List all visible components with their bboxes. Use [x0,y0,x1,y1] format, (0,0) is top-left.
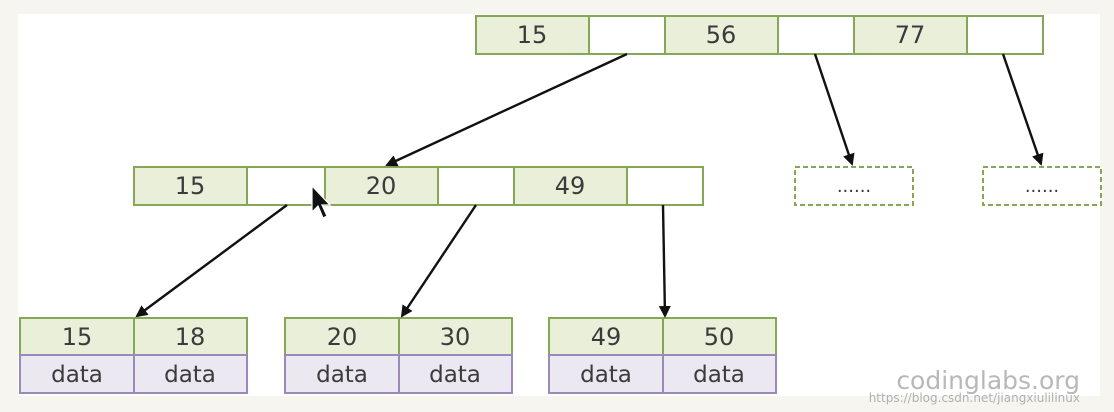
root-pointer-1-cell [588,15,666,55]
leaf-2-key-2: 30 [440,323,471,351]
internal-key-1: 15 [175,172,206,200]
root-node: 15 56 77 [475,15,1044,55]
leaf-3-data-1: data [580,362,632,388]
root-key-1-cell [475,15,590,55]
placeholder-node-1: ...... [794,166,914,206]
leaf-2-key-1: 20 [327,323,358,351]
placeholder-2-cell [982,166,1102,206]
arrow-internal-to-leaf-2 [400,204,477,318]
arrow-root-to-placeholder-2 [1001,53,1044,166]
internal-key-2-cell [324,166,439,206]
leaf-2-key-2-cell [398,317,513,356]
placeholder-1-cell [794,166,914,206]
leaf-node-1: 15 18 data data [19,317,248,394]
leaf-3-data-2: data [693,362,745,388]
root-pointer-2-cell [777,15,855,55]
leaf-1-key-1: 15 [62,323,93,351]
leaf-3-data-1-cell [548,354,664,394]
internal-key-3: 49 [555,172,586,200]
internal-key-1-cell [133,166,248,206]
placeholder-node-2: ...... [982,166,1102,206]
arrow-cursor-icon [311,184,332,219]
arrow-root-to-placeholder-1 [813,53,855,166]
leaf-3-key-2: 50 [704,323,735,351]
leaf-2-data-1-cell [284,354,400,394]
internal-key-2: 20 [366,172,397,200]
arrow-internal-to-leaf-3 [658,204,671,318]
leaf-1-key-2: 18 [175,323,206,351]
internal-pointer-2-cell [437,166,515,206]
root-key-2-cell [664,15,779,55]
watermark-url: https://blog.csdn.net/jiangxiulilinux [869,391,1080,405]
leaf-3-key-1: 49 [591,323,622,351]
leaf-3-key-2-cell [662,317,777,356]
watermark-brand: codinglabs.org [896,366,1080,395]
root-pointer-3-cell [966,15,1044,55]
leaf-2-key-1-cell [284,317,400,356]
leaf-node-2: 20 30 data data [284,317,513,394]
leaf-2-data-2-cell [398,354,513,394]
arrow-root-to-internal [385,52,628,167]
placeholder-2-label: ...... [1025,176,1059,197]
leaf-1-data-2-cell [133,354,248,394]
pointer-arrows [135,52,1044,318]
root-key-3-cell [853,15,968,55]
root-key-2: 56 [706,21,737,49]
root-key-3: 77 [895,21,926,49]
leaf-2-data-1: data [316,362,368,388]
placeholder-1-label: ...... [837,176,871,197]
leaf-node-3: 49 50 data data [548,317,777,394]
leaf-3-key-1-cell [548,317,664,356]
root-key-1: 15 [517,21,548,49]
leaf-2-data-2: data [429,362,481,388]
leaf-1-data-2: data [164,362,216,388]
internal-pointer-3-cell [626,166,704,206]
leaf-1-data-1: data [51,362,103,388]
arrow-internal-to-leaf-1 [135,204,288,318]
internal-node: 15 20 49 [133,166,704,206]
leaf-3-data-2-cell [662,354,777,394]
leaf-1-key-2-cell [133,317,248,356]
